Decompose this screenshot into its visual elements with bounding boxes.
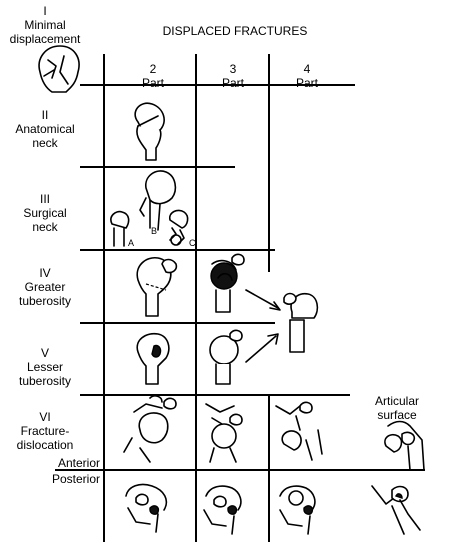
- arrow-v-to-4-part: [245, 333, 279, 363]
- row-v-line2: tuberosity: [18, 374, 72, 388]
- row-vi-label: VI Fracture- dislocation: [0, 410, 90, 452]
- row-iv-label: IV Greater tuberosity: [0, 266, 90, 308]
- divider-ii-iii: [80, 166, 235, 168]
- divider-iii-iv: [80, 249, 275, 251]
- sketch-posterior-3-part: [203, 485, 242, 535]
- row-iii-roman: III: [39, 192, 50, 206]
- letter-a: A: [128, 238, 134, 248]
- sub-row-anterior: Anterior: [58, 456, 101, 470]
- row-iv-line1: Greater: [24, 280, 66, 294]
- sketch-posterior-4-part: [279, 485, 316, 535]
- column-4-number: 4: [303, 62, 311, 76]
- row-vi-line1: Fracture-: [20, 424, 70, 438]
- divider-v-vi: [80, 394, 350, 396]
- sub-row-posterior: Posterior: [52, 472, 101, 486]
- sketch-greater-tuberosity-2-part: [136, 256, 178, 317]
- articular-surface-label: Articular surface: [362, 394, 432, 422]
- arrow-iv-to-4-part: [245, 289, 281, 311]
- row-i-label: I Minimal displacement: [0, 4, 90, 46]
- column-4-word: Part: [295, 76, 318, 90]
- column-2-part-label: 2 Part: [128, 62, 178, 90]
- sketch-minimal-displacement: [38, 45, 80, 93]
- sketch-anterior-2-part: [123, 395, 177, 463]
- letter-c: C: [189, 238, 196, 248]
- row-ii-line2: neck: [32, 136, 58, 150]
- header-title: DISPLACED FRACTURES: [162, 24, 308, 38]
- row-ii-line1: Anatomical: [15, 122, 75, 136]
- articular-surface-line1: Articular: [374, 394, 419, 408]
- column-3-part-label: 3 Part: [208, 62, 258, 90]
- row-v-line1: Lesser: [26, 360, 64, 374]
- row-iii-line1: Surgical: [23, 206, 67, 220]
- sketch-articular-surface-anterior: [384, 420, 425, 471]
- column-2-number: 2: [149, 62, 157, 76]
- column-divider-1: [103, 54, 105, 542]
- sketch-greater-tuberosity-3-part: [210, 253, 245, 313]
- row-iii-label: III Surgical neck: [0, 192, 90, 234]
- row-iii-line2: neck: [32, 220, 58, 234]
- column-2-word: Part: [141, 76, 164, 90]
- row-i-line2: displacement: [9, 32, 81, 46]
- row-i-roman: I: [43, 4, 47, 18]
- sketch-articular-surface-posterior: [371, 485, 421, 535]
- column-3-word: Part: [221, 76, 244, 90]
- divider-anterior-posterior: [55, 469, 425, 471]
- column-divider-3-lower: [268, 394, 270, 542]
- column-divider-2: [195, 54, 197, 542]
- column-3-number: 3: [229, 62, 237, 76]
- column-4-part-label: 4 Part: [282, 62, 332, 90]
- row-ii-roman: II: [41, 108, 49, 122]
- sketch-surgical-neck-2-part: [110, 170, 189, 247]
- sketch-anterior-3-part: [205, 403, 243, 463]
- row-iv-line2: tuberosity: [18, 294, 72, 308]
- letter-b: B: [151, 226, 157, 236]
- header-underline: [80, 84, 355, 86]
- row-vi-line2: dislocation: [16, 438, 74, 452]
- sketch-lesser-tuberosity-2-part: [136, 332, 170, 385]
- row-iv-roman: IV: [39, 266, 51, 280]
- row-v-roman: V: [40, 346, 49, 360]
- sketch-anterior-4-part: [275, 401, 323, 461]
- row-vi-roman: VI: [39, 410, 51, 424]
- sketch-4-part: [283, 292, 319, 353]
- articular-surface-line2: surface: [377, 408, 417, 422]
- column-divider-3: [268, 54, 270, 272]
- sketch-posterior-2-part: [125, 483, 168, 533]
- row-v-label: V Lesser tuberosity: [0, 346, 90, 388]
- row-i-line1: Minimal: [24, 18, 66, 32]
- sketch-anatomical-neck-2-part: [134, 102, 165, 161]
- row-ii-label: II Anatomical neck: [0, 108, 90, 150]
- sketch-lesser-tuberosity-3-part: [209, 329, 243, 385]
- divider-iv-v: [80, 322, 275, 324]
